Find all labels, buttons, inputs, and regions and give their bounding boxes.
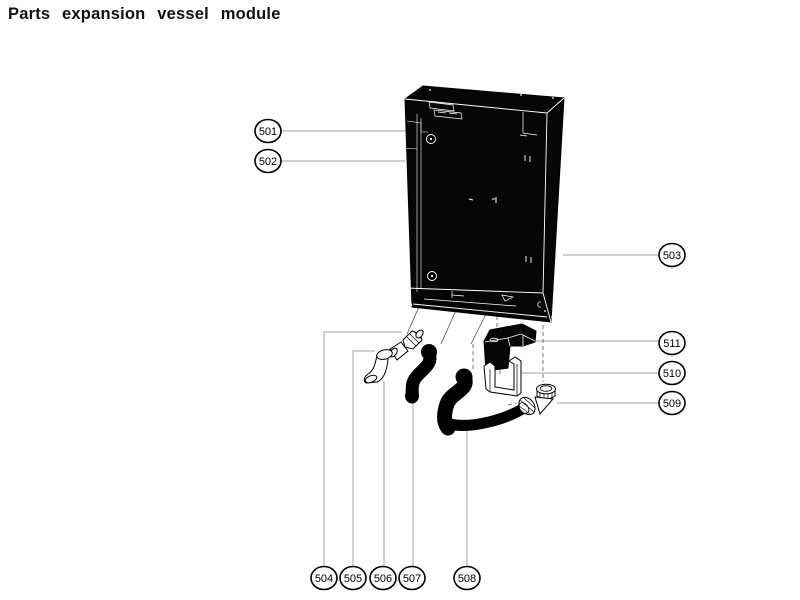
part-507-hose [405,344,437,404]
part-510-bracket [483,356,522,397]
callout-511-label: 511 [663,338,681,350]
callout-508-circle [453,565,481,591]
callout-510-label: 510 [663,368,681,380]
screw-icon [426,134,436,144]
callout-501-label: 501 [259,126,277,138]
part-508-hose [437,368,533,436]
vessel-right-hanger [519,112,538,137]
leader-504 [323,331,402,567]
part-509-elbow-fitting [518,383,556,416]
callout-508: 508 [453,565,481,591]
vessel-rivets [429,89,554,318]
callout-510: 510 [658,360,686,386]
callout-506-label: 506 [374,573,392,585]
callout-511: 511 [658,330,686,356]
callout-501-circle [254,118,282,144]
leader-505 [352,350,375,567]
callout-505: 505 [339,565,367,591]
callout-506-circle [369,565,397,591]
vessel-clip-marks [524,155,532,263]
callout-502-label: 502 [259,156,277,168]
callout-507-label: 507 [403,573,421,585]
screw-center [430,274,434,278]
part-506-elbow-pipe [363,349,393,384]
callout-502-circle [254,148,282,174]
callout-503-circle [658,242,686,268]
callout-503: 503 [658,242,686,268]
callout-510-circle [658,360,686,386]
part-504-threaded-fitting [402,329,424,350]
vessel-top-slot [428,101,463,120]
vessel-edges [404,97,565,323]
callout-502: 502 [254,148,282,174]
callout-507: 507 [398,565,426,591]
vessel-body [404,85,565,323]
callout-506: 506 [369,565,397,591]
screw-center [429,137,433,141]
callout-509: 509 [658,390,686,416]
vessel-panel [403,85,565,323]
explode-line-2 [440,307,458,345]
callout-511-circle [658,330,686,356]
vessel-screws [426,134,437,281]
explode-line-8 [507,402,517,406]
callout-501: 501 [254,118,282,144]
leader-lines [281,130,659,567]
vessel-inner-frame [403,114,428,292]
callout-504-label: 504 [315,573,333,585]
callout-504: 504 [310,565,338,591]
part-511-mounting-block [483,323,537,372]
callout-503-label: 503 [663,250,681,262]
callout-509-circle [658,390,686,416]
callout-507-circle [398,565,426,591]
callout-509-label: 509 [663,398,681,410]
screw-icon [427,271,437,281]
callouts: 501 502 503 511 510 509 [254,118,686,591]
callout-508-label: 508 [458,573,476,585]
callout-504-circle [310,565,338,591]
vessel-bottom-rail [423,291,542,308]
callout-505-label: 505 [344,573,362,585]
vessel-centre-marks [468,197,497,203]
callout-505-circle [339,565,367,591]
explode-line-3 [470,311,488,345]
page-title: Parts expansion vessel module [8,5,281,23]
